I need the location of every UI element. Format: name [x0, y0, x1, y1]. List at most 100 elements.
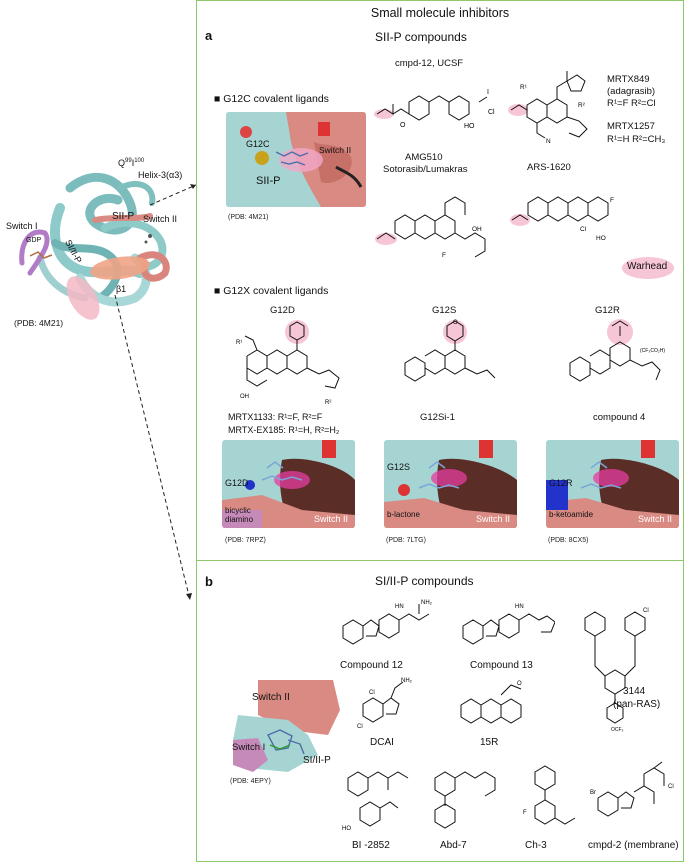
svg-text:Cl: Cl — [357, 724, 363, 730]
g12r-warhead-label: b-ketoamide — [549, 510, 594, 519]
svg-text:F: F — [442, 252, 446, 259]
connector-arrows — [114, 184, 197, 601]
cmpd2-label: cmpd-2 (membrane) — [588, 840, 679, 851]
svg-text:HN: HN — [395, 604, 404, 610]
si-iip-switch1-label: Switch I — [232, 742, 266, 753]
svg-text:(CF₃CO₂H): (CF₃CO₂H) — [640, 348, 665, 354]
svg-text:OCF₃: OCF₃ — [611, 727, 624, 733]
dcai-structure: Cl Cl NH₂ — [355, 676, 415, 736]
mrtx1257-label: MRTX1257 — [607, 121, 655, 132]
g12c-structure-image: G12C Switch II SII-P — [226, 112, 366, 207]
svg-text:Cl: Cl — [643, 608, 649, 614]
ars1620-structure: Cl HO F — [510, 176, 620, 246]
compound4-structure: (CF₃CO₂H) — [560, 318, 675, 398]
helix3-label: Helix-3(α3) — [138, 170, 183, 180]
g12si1-label: G12Si-1 — [420, 412, 455, 423]
beta1-label: β1 — [116, 284, 127, 294]
g12s-warhead-label: b-lactone — [387, 510, 420, 519]
svg-text:Cl: Cl — [580, 226, 587, 233]
compound4-label: compound 4 — [593, 412, 646, 423]
3144-structure: Cl OCF₃ — [565, 598, 675, 733]
g12d-warhead-label: bicyclic diamino — [225, 506, 254, 524]
svg-text:NH₂: NH₂ — [421, 600, 433, 606]
si-iip-structure-image: Switch II Switch I SI/II-P — [228, 680, 343, 775]
si-iip-pdb-label: (PDB: 4EPY) — [230, 778, 271, 785]
15r-structure: O — [455, 675, 535, 735]
g12s-site-label: G12S — [387, 462, 411, 472]
3144-subtitle: (pan-RAS) — [613, 699, 661, 710]
mrtx1133-label: MRTX1133: R¹=F, R²=F — [228, 412, 323, 422]
g12c-switch2-label: Switch II — [319, 145, 352, 155]
g12r-structure-image: G12R b-ketoamide Switch II — [546, 440, 679, 528]
mrtx849-r-groups: R¹=F R²=Cl — [607, 98, 656, 109]
svg-text:R²: R² — [578, 102, 586, 109]
svg-text:HO: HO — [342, 826, 351, 832]
g12r-title: G12R — [595, 305, 620, 316]
svg-text:Cl: Cl — [668, 784, 674, 790]
g12r-pdb-label: (PDB: 8CX5) — [548, 537, 589, 544]
compound13-label: Compound 13 — [470, 660, 533, 671]
3144-label: 3144 — [623, 686, 646, 697]
panel-b — [196, 560, 684, 862]
svg-text:Cl: Cl — [488, 109, 495, 116]
svg-text:HN: HN — [515, 604, 524, 610]
svg-text:OH: OH — [472, 226, 482, 233]
g12c-pdb-label: (PDB: 4M21) — [228, 214, 269, 221]
amg510-alias-label: Sotorasib/Lumakras — [383, 164, 468, 175]
g12d-structure-image: G12D bicyclic diamino Switch II — [222, 440, 355, 528]
bi2852-structure: HO — [340, 758, 420, 838]
section-a-title: SII-P compounds — [375, 30, 467, 44]
ras-overview: Q99I100 Helix-3(α3) Switch I Switch II G… — [0, 148, 195, 358]
svg-text:HO: HO — [596, 235, 606, 242]
amg510-structure: OH F — [372, 175, 492, 260]
g12s-title: G12S — [432, 305, 457, 316]
section-b-letter: b — [205, 574, 213, 589]
svg-text:Br: Br — [590, 790, 596, 796]
abd7-label: Abd-7 — [440, 840, 467, 851]
switch2-label: Switch II — [143, 214, 178, 224]
svg-text:R¹: R¹ — [520, 84, 528, 91]
warhead-badge — [622, 257, 674, 279]
ras-ribbon-diagram — [19, 172, 170, 320]
section-a-letter: a — [205, 28, 213, 43]
mrtx1257-r-groups: R¹=H R²=CH₃ — [607, 134, 666, 145]
compound13-structure: HN — [455, 596, 555, 656]
mrtx-ex185-label: MRTX-EX185: R¹=H, R²=H₂ — [228, 425, 340, 435]
15r-label: 15R — [480, 737, 499, 748]
svg-text:O: O — [453, 320, 458, 326]
svg-text:I: I — [487, 89, 489, 96]
bi2852-label: BI -2852 — [352, 840, 390, 851]
left-pdb-label: (PDB: 4M21) — [14, 318, 64, 328]
g12x-heading: ■ G12X covalent ligands — [214, 285, 329, 297]
dcai-label: DCAI — [370, 737, 394, 748]
cmpd2-structure: Br Cl — [590, 758, 680, 838]
ch3-label: Ch-3 — [525, 840, 547, 851]
svg-text:F: F — [610, 197, 614, 204]
g12d-title: G12D — [270, 305, 295, 316]
g12d-switch2-label: Switch II — [314, 514, 349, 524]
g12c-surface — [226, 112, 366, 207]
compound12-label: Compound 12 — [340, 660, 403, 671]
svg-text:R²: R² — [325, 400, 331, 406]
abd7-structure — [425, 758, 505, 838]
g12s-structure-image: G12S b-lactone Switch II — [384, 440, 517, 528]
svg-text:R¹: R¹ — [236, 340, 242, 346]
svg-text:Cl: Cl — [369, 690, 375, 696]
g12s-switch2-label: Switch II — [476, 514, 511, 524]
g12c-heading: ■ G12C covalent ligands — [214, 93, 329, 105]
g12d-site-label: G12D — [225, 478, 249, 488]
si-iip-pocket-name: SI/II-P — [303, 755, 331, 766]
q99-label: Q99I100 — [118, 158, 145, 168]
svg-text:O: O — [517, 681, 522, 687]
switch1-label: Switch I — [6, 221, 38, 231]
g12d-pdb-label: (PDB: 7RPZ) — [225, 537, 266, 544]
svg-text:NH₂: NH₂ — [401, 678, 413, 684]
si-iip-switch2-label: Switch II — [252, 692, 290, 703]
mrtx849-alias-label: (adagrasib) — [607, 86, 656, 97]
g12si1-structure: O — [395, 318, 505, 398]
g12c-siip-label: SII-P — [256, 175, 281, 187]
warhead-label: Warhead — [627, 261, 668, 272]
main-title: Small molecule inhibitors — [370, 6, 510, 20]
arrow-to-siip — [149, 184, 197, 206]
g12c-site-label: G12C — [246, 139, 270, 149]
